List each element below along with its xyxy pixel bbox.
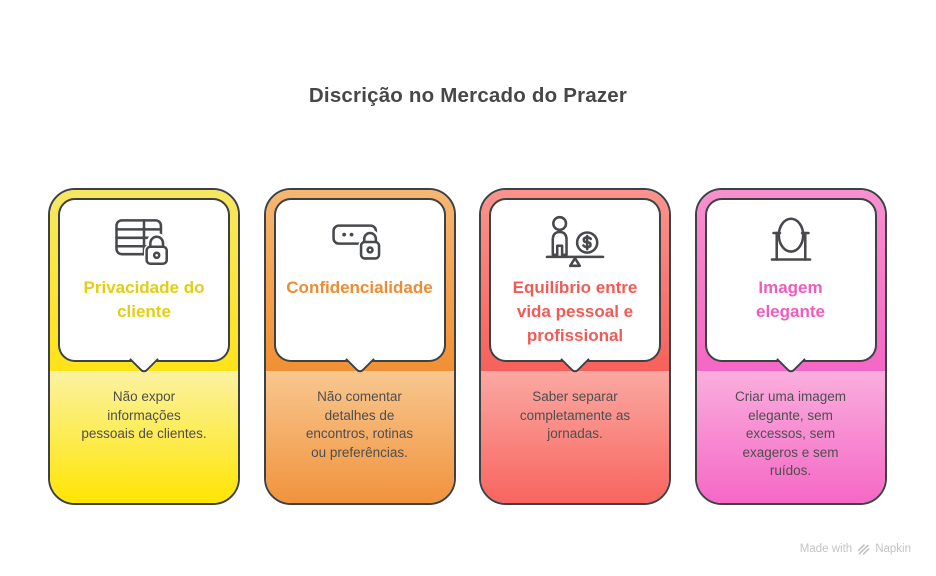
card-privacidade-do-cliente: Privacidade do cliente Não expor informa… — [48, 188, 240, 505]
table-lock-icon — [111, 210, 177, 272]
card-title: Privacidade do cliente — [83, 278, 205, 321]
card-bubble: Privacidade do cliente — [58, 198, 230, 375]
card-bottom-section — [696, 371, 885, 503]
card-bottom-section — [50, 371, 238, 503]
card-description: Não comentar detalhes de encontros, roti… — [305, 389, 414, 460]
card-title: Confidencialidade — [286, 278, 433, 297]
card-bubble: Confidencialidade — [273, 198, 446, 375]
card-description: Saber separar completamente as jornadas. — [519, 389, 631, 441]
mirror-icon — [758, 210, 824, 272]
card-bubble: Equilíbrio entre vida pessoal e profissi… — [489, 198, 661, 375]
card-bottom-section — [265, 371, 454, 503]
card-imagem-elegante: Imagem elegante Criar uma imagem elegant… — [694, 188, 887, 505]
card-title: Imagem elegante — [756, 278, 825, 321]
napkin-brand-label: Napkin — [875, 543, 911, 555]
card-confidencialidade: Confidencialidade Não comentar detalhes … — [263, 188, 456, 505]
card-bottom-section — [481, 371, 669, 503]
made-with-label: Made with — [799, 543, 853, 555]
card-equilibrio: Equilíbrio entre vida pessoal e profissi… — [479, 188, 671, 505]
card-description: Criar uma imagem elegante, sem excessos,… — [734, 389, 847, 478]
card-bubble: Imagem elegante — [704, 198, 877, 375]
card-title: Equilíbrio entre vida pessoal e profissi… — [512, 278, 638, 345]
napkin-logo-icon — [856, 542, 871, 556]
password-lock-icon — [327, 210, 393, 272]
cards-row: Privacidade do cliente Não expor informa… — [48, 188, 887, 505]
card-description: Não expor informações pessoais de client… — [81, 389, 207, 441]
page-title: Discrição no Mercado do Prazer — [308, 84, 628, 107]
balance-person-money-icon — [542, 210, 608, 272]
made-with-napkin-link[interactable]: Made with Napkin — [800, 542, 911, 556]
